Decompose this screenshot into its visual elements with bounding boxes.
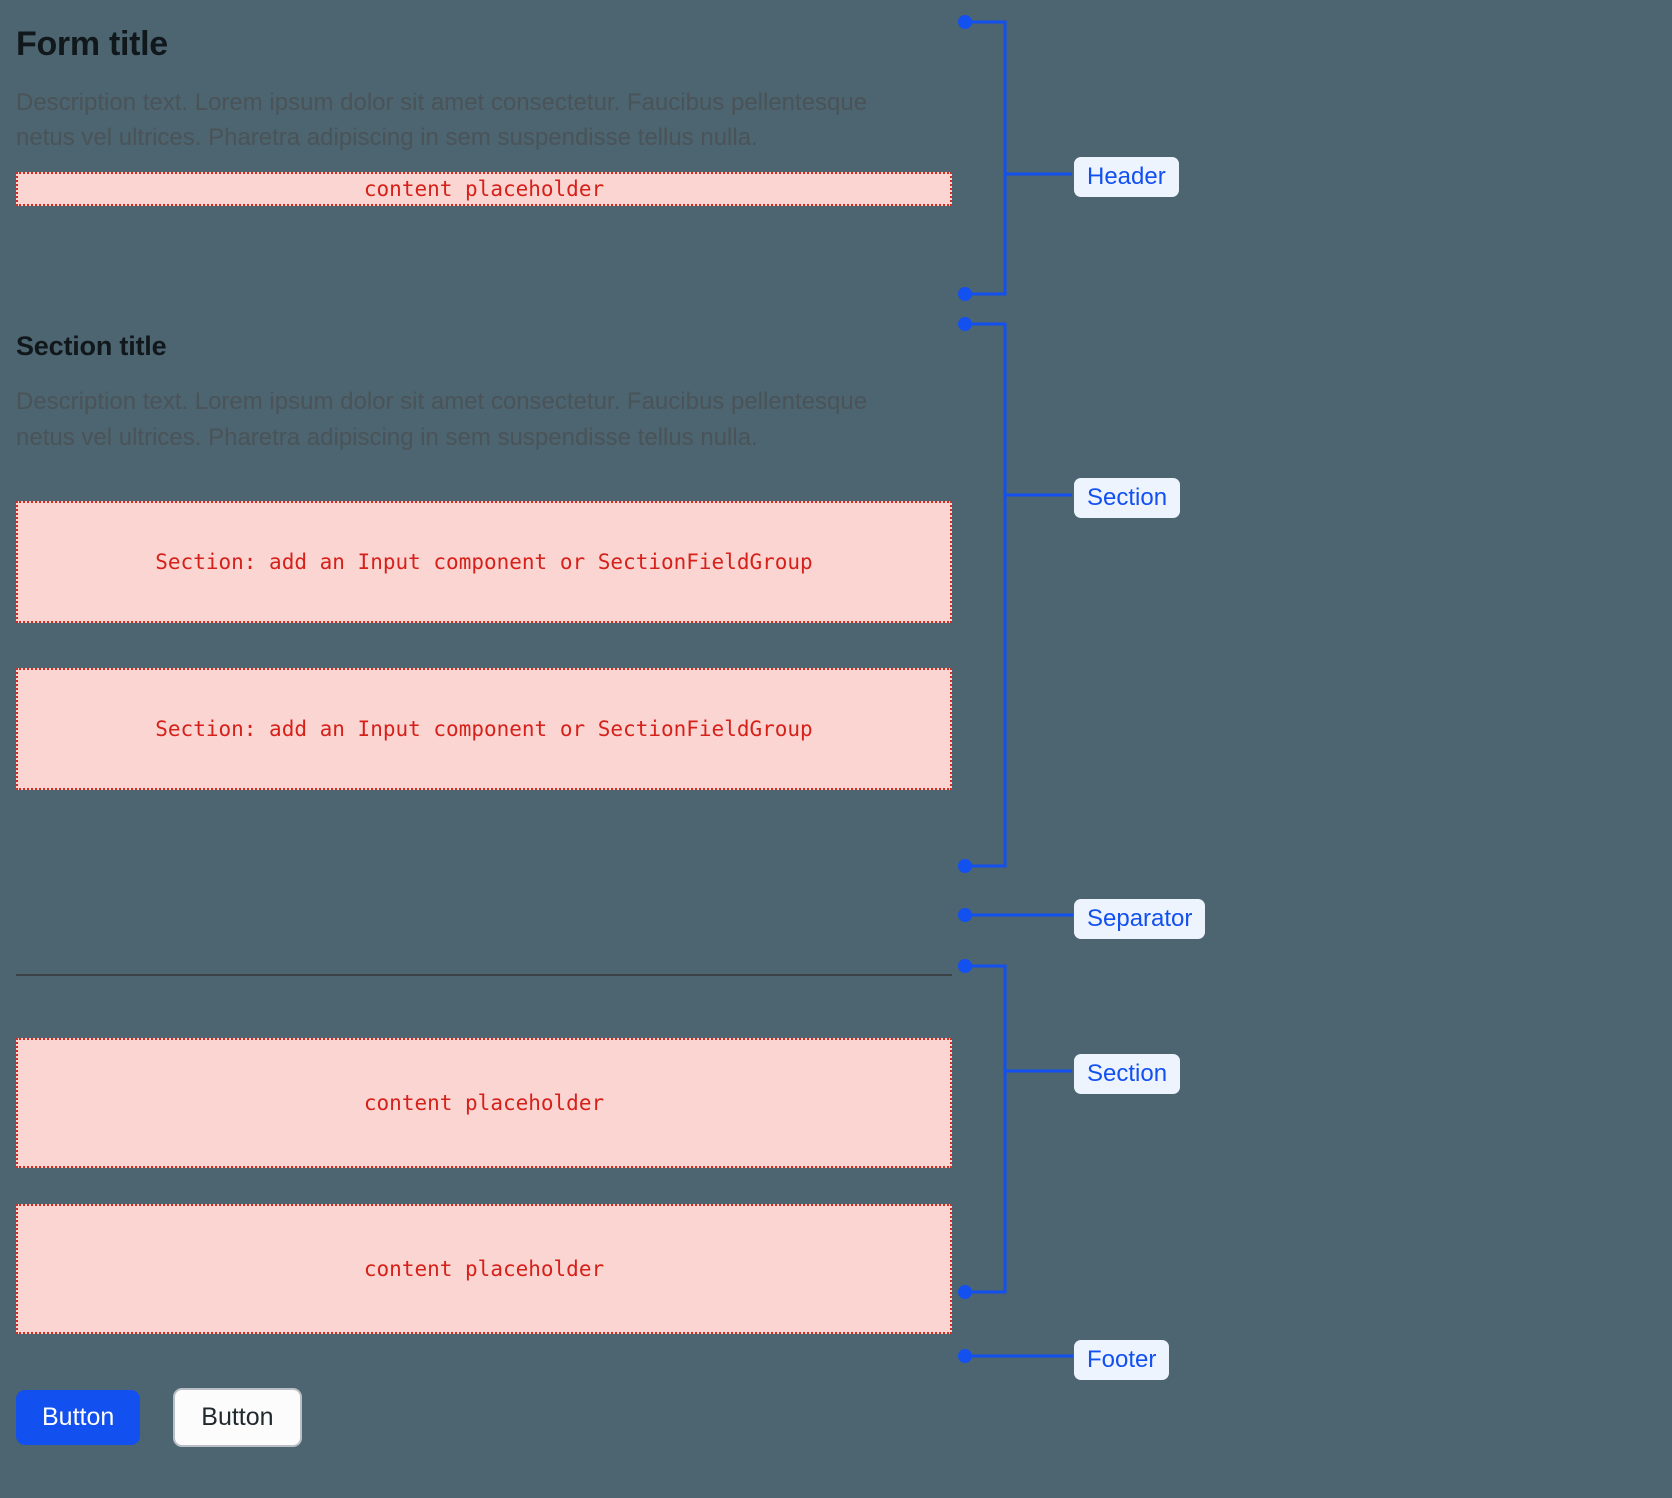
bottom-content-placeholder-1[interactable]: content placeholder bbox=[16, 1038, 952, 1168]
endpoint-dot bbox=[958, 1349, 972, 1363]
section-title: Section title bbox=[16, 331, 167, 361]
header-bracket bbox=[965, 20, 1007, 296]
footer-actions: Button Button bbox=[16, 1388, 302, 1448]
annotation-label-header: Header bbox=[1074, 157, 1179, 197]
header-content-placeholder[interactable]: content placeholder bbox=[16, 171, 952, 206]
annotation-label-footer: Footer bbox=[1074, 1340, 1170, 1380]
section-block: Section title Description text. Lorem ip… bbox=[16, 330, 952, 791]
endpoint-dot bbox=[958, 859, 972, 873]
endpoint-dot bbox=[958, 1285, 972, 1299]
endpoint-dot bbox=[958, 908, 972, 922]
bottom-content-placeholder-2[interactable]: content placeholder bbox=[16, 1204, 952, 1334]
endpoint-dot bbox=[958, 959, 972, 973]
section-bottom-bracket bbox=[965, 964, 1007, 1294]
annotation-label-section-bottom: Section bbox=[1074, 1054, 1181, 1094]
annotation-endpoint-dots bbox=[958, 15, 972, 1363]
section-field-placeholder-2[interactable]: Section: add an Input component or Secti… bbox=[16, 668, 952, 791]
section-bracket bbox=[965, 322, 1007, 868]
header-block: Form title Description text. Lorem ipsum… bbox=[16, 24, 952, 206]
endpoint-dot bbox=[958, 317, 972, 331]
section-description: Description text. Lorem ipsum dolor sit … bbox=[16, 388, 868, 451]
primary-button[interactable]: Button bbox=[16, 1390, 141, 1446]
separator bbox=[16, 974, 952, 976]
section-block-bottom: content placeholder content placeholder bbox=[16, 1038, 952, 1334]
section-field-placeholder-1[interactable]: Section: add an Input component or Secti… bbox=[16, 501, 952, 624]
endpoint-dot bbox=[958, 15, 972, 29]
annotation-label-section: Section bbox=[1074, 478, 1181, 518]
secondary-button[interactable]: Button bbox=[173, 1388, 302, 1448]
annotation-label-separator: Separator bbox=[1074, 899, 1206, 939]
page-title: Form title bbox=[16, 25, 168, 63]
endpoint-dot bbox=[958, 287, 972, 301]
header-description: Description text. Lorem ipsum dolor sit … bbox=[16, 88, 868, 152]
